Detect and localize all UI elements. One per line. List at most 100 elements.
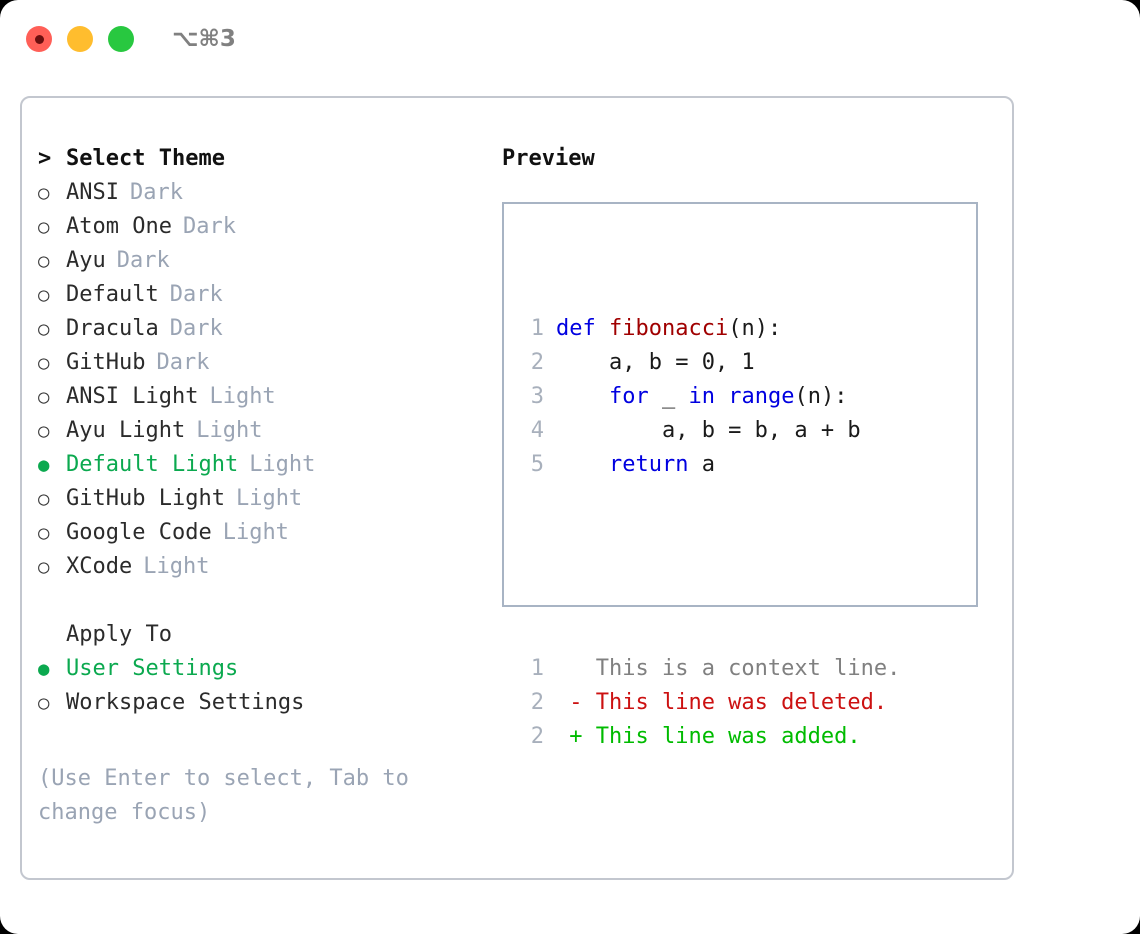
apply-to-header: Apply To — [38, 618, 468, 652]
code-line-text: return a — [556, 448, 715, 482]
radio-unselected-icon[interactable]: ○ — [38, 556, 50, 578]
radio-unselected-icon[interactable]: ○ — [38, 250, 50, 272]
theme-list-item[interactable]: ○ GitHub Dark — [38, 346, 468, 380]
code-token: return — [608, 452, 689, 477]
diff-line: 2 + This line was added. — [518, 720, 900, 754]
theme-name: Ayu Light — [66, 418, 186, 443]
code-line-text: def fibonacci(n): — [556, 312, 781, 346]
code-token — [715, 384, 728, 409]
apply-to-option[interactable]: ○ Workspace Settings — [38, 686, 468, 720]
theme-variant-tag: Light — [196, 418, 263, 443]
radio-unselected-icon[interactable]: ○ — [38, 352, 50, 374]
code-token: _ — [648, 384, 689, 409]
radio-unselected-icon[interactable]: ○ — [38, 692, 50, 714]
diff-line-text: - This line was deleted. — [556, 690, 888, 715]
radio-unselected-icon[interactable]: ○ — [38, 216, 50, 238]
line-number: 5 — [530, 452, 544, 477]
line-number: 3 — [530, 384, 544, 409]
code-token: (n): — [794, 384, 848, 409]
diff-line-text: This is a context line. — [556, 656, 901, 681]
apply-to-options: ● User Settings ○ Workspace Settings — [38, 652, 468, 720]
theme-picker-header: > Select Theme — [38, 142, 468, 176]
theme-name: XCode — [66, 554, 133, 579]
apply-to-option[interactable]: ● User Settings — [38, 652, 468, 686]
code-line-text: a, b = b, a + b — [556, 414, 861, 448]
theme-name: ANSI — [66, 180, 119, 205]
theme-list-item[interactable]: ○ Ayu Light Light — [38, 414, 468, 448]
preview-title: Preview — [502, 146, 595, 171]
theme-name: GitHub — [66, 350, 146, 375]
theme-variant-tag: Dark — [156, 350, 210, 375]
list-spacer — [38, 584, 468, 618]
close-button[interactable] — [26, 26, 52, 52]
theme-list-item[interactable]: ○ Atom One Dark — [38, 210, 468, 244]
theme-variant-tag: Dark — [182, 214, 236, 239]
theme-list-item[interactable]: ○ ANSI Dark — [38, 176, 468, 210]
theme-variant-tag: Dark — [116, 248, 170, 273]
radio-unselected-icon[interactable]: ○ — [38, 420, 50, 442]
code-token: a — [688, 452, 715, 477]
theme-name: Ayu — [66, 248, 106, 273]
minimize-button[interactable] — [67, 26, 93, 52]
theme-list-item[interactable]: ○ Dracula Dark — [38, 312, 468, 346]
code-token: fibonacci — [608, 316, 729, 341]
theme-name: Default — [66, 282, 159, 307]
theme-name: Atom One — [66, 214, 172, 239]
radio-unselected-icon[interactable]: ○ — [38, 386, 50, 408]
code-line-text: for _ in range(n): — [556, 380, 847, 414]
line-number: 2 — [530, 350, 544, 375]
theme-list-item[interactable]: ○ GitHub Light Light — [38, 482, 468, 516]
theme-variant-tag: Light — [235, 486, 303, 511]
code-line: 5 return a — [518, 448, 900, 482]
radio-unselected-icon[interactable]: ○ — [38, 318, 50, 340]
theme-name: Google Code — [66, 520, 212, 545]
theme-list-item[interactable]: ○ Ayu Dark — [38, 244, 468, 278]
line-number: 1 — [530, 656, 544, 681]
theme-variant-tag: Dark — [129, 180, 183, 205]
apply-to-title: Apply To — [66, 622, 172, 647]
radio-unselected-icon[interactable]: ○ — [38, 488, 50, 510]
code-line-text: a, b = 0, 1 — [556, 346, 755, 380]
code-token: a, b = 0, 1 — [556, 350, 755, 375]
code-line: 3 for _ in range(n): — [518, 380, 900, 414]
radio-unselected-icon[interactable]: ○ — [38, 522, 50, 544]
apply-to-option-label: User Settings — [66, 656, 239, 681]
radio-unselected-icon[interactable]: ○ — [38, 182, 50, 204]
maximize-button[interactable] — [108, 26, 134, 52]
code-token: def — [556, 316, 609, 341]
theme-picker-title: Select Theme — [66, 146, 225, 171]
apply-to-option-label: Workspace Settings — [66, 690, 305, 715]
code-token: in — [688, 384, 715, 409]
theme-variant-tag: Dark — [169, 316, 223, 341]
keyboard-shortcut-label: ⌥⌘3 — [172, 26, 236, 52]
theme-name: Dracula — [66, 316, 159, 341]
title-bar: ⌥⌘3 — [0, 0, 1140, 78]
diff-line: 2 - This line was deleted. — [518, 686, 900, 720]
radio-selected-icon[interactable]: ● — [38, 658, 50, 680]
diff-lines: 1 This is a context line.2 - This line w… — [518, 652, 901, 754]
theme-name: ANSI Light — [66, 384, 199, 409]
window-controls — [26, 26, 134, 52]
code-token — [556, 452, 609, 477]
radio-unselected-icon[interactable]: ○ — [38, 284, 50, 306]
diff-line-text: + This line was added. — [556, 724, 861, 749]
theme-name: GitHub Light — [66, 486, 225, 511]
prompt-caret-icon: > — [38, 146, 52, 171]
code-line: 4 a, b = b, a + b — [518, 414, 900, 448]
radio-selected-icon[interactable]: ● — [38, 454, 50, 476]
diff-line: 1 This is a context line. — [518, 652, 901, 686]
code-line: 2 a, b = 0, 1 — [518, 346, 900, 380]
theme-name: Default Light — [66, 452, 239, 477]
